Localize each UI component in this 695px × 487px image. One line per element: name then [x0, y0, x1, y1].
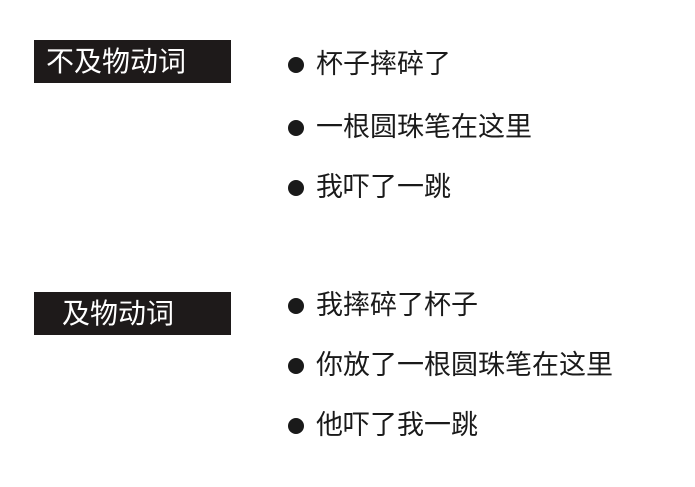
list-item-text: 我吓了一跳	[316, 172, 451, 203]
bullet-icon	[288, 57, 304, 73]
list-item: 杯子摔碎了	[288, 45, 451, 85]
intransitive-label: 不及物动词	[34, 40, 231, 83]
list-item-text: 他吓了我一跳	[316, 410, 478, 441]
list-item: 我摔碎了杯子	[288, 286, 478, 326]
list-item-text: 我摔碎了杯子	[316, 290, 478, 321]
list-item-text: 杯子摔碎了	[316, 49, 451, 80]
bullet-icon	[288, 180, 304, 196]
bullet-icon	[288, 120, 304, 136]
bullet-icon	[288, 298, 304, 314]
list-item: 我吓了一跳	[288, 168, 451, 208]
list-item: 他吓了我一跳	[288, 406, 478, 446]
transitive-label: 及物动词	[34, 292, 231, 335]
list-item: 你放了一根圆珠笔在这里	[288, 346, 613, 386]
list-item-text: 一根圆珠笔在这里	[316, 112, 532, 143]
bullet-icon	[288, 418, 304, 434]
bullet-icon	[288, 358, 304, 374]
list-item: 一根圆珠笔在这里	[288, 108, 532, 148]
list-item-text: 你放了一根圆珠笔在这里	[316, 350, 613, 381]
